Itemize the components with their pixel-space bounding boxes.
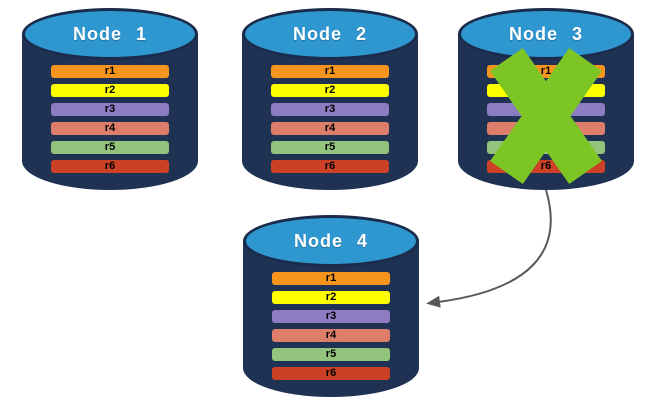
cylinder-top: Node 1 <box>22 8 198 60</box>
row-r3: r3 <box>272 310 390 323</box>
row-r4: r4 <box>272 329 390 342</box>
node-2-cylinder: Node 2 r1 r2 r3 r4 r5 r6 <box>242 8 418 190</box>
node-2-rows: r1 r2 r3 r4 r5 r6 <box>271 65 389 173</box>
row-r2: r2 <box>51 84 169 97</box>
node-1-title: Node 1 <box>72 23 147 44</box>
node-1-rows: r1 r2 r3 r4 r5 r6 <box>51 65 169 173</box>
cylinder-top: Node 2 <box>242 8 418 60</box>
node-1-cylinder: Node 1 r1 r2 r3 r4 r5 r6 <box>22 8 198 190</box>
row-r6: r6 <box>272 367 390 380</box>
row-r3: r3 <box>271 103 389 116</box>
row-r2: r2 <box>271 84 389 97</box>
node-4-cylinder: Node 4 r1 r2 r3 r4 r5 r6 <box>243 215 419 397</box>
row-r5: r5 <box>51 141 169 154</box>
failure-x-cross-icon <box>475 46 617 186</box>
row-r6: r6 <box>271 160 389 173</box>
row-r1: r1 <box>272 272 390 285</box>
row-r5: r5 <box>272 348 390 361</box>
row-r4: r4 <box>51 122 169 135</box>
row-r2: r2 <box>272 291 390 304</box>
row-r6: r6 <box>51 160 169 173</box>
cylinder-top: Node 3 <box>458 8 634 60</box>
failover-arrow-path <box>426 189 552 308</box>
node-3-title: Node 3 <box>508 23 583 44</box>
row-r1: r1 <box>51 65 169 78</box>
row-r4: r4 <box>271 122 389 135</box>
row-r5: r5 <box>271 141 389 154</box>
cylinder-top: Node 4 <box>243 215 419 267</box>
row-r1: r1 <box>271 65 389 78</box>
node-2-title: Node 2 <box>292 23 367 44</box>
node-3-cylinder: Node 3 r1 r2 r3 r4 r5 r6 <box>458 8 634 190</box>
node-4-rows: r1 r2 r3 r4 r5 r6 <box>272 272 390 380</box>
row-r3: r3 <box>51 103 169 116</box>
node-4-title: Node 4 <box>293 230 368 251</box>
